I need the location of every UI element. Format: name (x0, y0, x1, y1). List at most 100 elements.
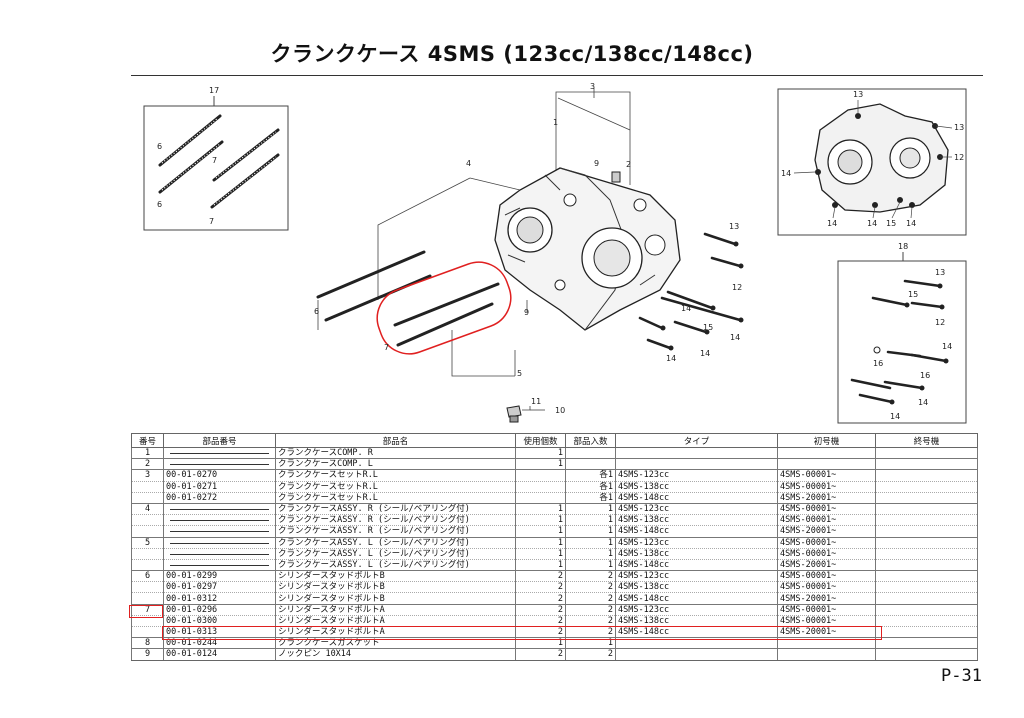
callout-7b: 7 (209, 217, 214, 226)
row-pack-qty: 2 (565, 581, 616, 594)
row-part-name: クランクケースASSY. L (シール/ベアリング付) (275, 559, 516, 572)
row-use-qty: 1 (515, 548, 566, 560)
row-last-serial (875, 559, 978, 572)
callout-14d: 14 (666, 354, 676, 363)
row-pack-qty: 各1 (565, 481, 616, 493)
row-last-serial (875, 492, 978, 504)
row-first-serial: 4SMS-00001~ (777, 615, 876, 628)
callout-9-main: 9 (524, 308, 529, 317)
callout-1: 1 (553, 118, 558, 127)
row-first-serial: 4SMS-00001~ (777, 536, 876, 549)
row-last-serial (875, 648, 978, 661)
row-use-qty: 2 (515, 615, 566, 628)
row-pack-qty: 2 (565, 615, 616, 628)
inset18-callout-16b: 16 (920, 371, 930, 380)
row-pack-qty: 各1 (565, 469, 616, 482)
row-part-name: ノックピン 10X14 (275, 648, 516, 661)
exploded-parts-diagram: 17 6 6 7 7 3 1 2 9 4 6 9 5 (143, 82, 967, 424)
row-use-qty: 1 (515, 458, 566, 471)
row-part-name: シリンダースタッドボルトB (275, 570, 516, 583)
row-use-qty (515, 492, 566, 504)
row-first-serial: 4SMS-00001~ (777, 469, 876, 482)
row-part-number (163, 536, 276, 549)
inset18-callout-14a: 14 (942, 342, 952, 351)
callout-4: 4 (466, 159, 471, 168)
row-use-qty: 1 (515, 536, 566, 549)
row-part-number: 00-01-0312 (163, 592, 276, 605)
row-no (131, 581, 164, 594)
page-title: クランクケース 4SMS (123cc/138cc/148cc) (270, 42, 754, 66)
inset-callout-14c: 14 (867, 219, 877, 228)
row-part-name: クランクケースCOMP. L (275, 458, 516, 471)
header-last-serial: 終号機 (875, 433, 978, 448)
row-no (131, 514, 164, 527)
row-no: 2 (131, 458, 164, 471)
row-type: 4SMS-123cc (615, 502, 778, 516)
highlight-row-00-01-0313 (162, 626, 882, 640)
callout-2: 2 (626, 160, 631, 169)
row-part-number (163, 446, 276, 460)
row-no (131, 559, 164, 572)
row-no (131, 592, 164, 605)
row-use-qty: 1 (515, 559, 566, 572)
crankcase-assembly-illustration (494, 167, 681, 331)
row-use-qty: 1 (515, 514, 566, 527)
header-use-qty: 使用個数 (515, 433, 566, 448)
header-part-name: 部品名 (275, 433, 516, 448)
row-part-number: 00-01-0124 (163, 648, 276, 661)
inset-callout-13a: 13 (853, 90, 863, 99)
row-pack-qty: 1 (565, 502, 616, 516)
inset-callout-14b: 14 (827, 219, 837, 228)
row-last-serial (875, 603, 978, 616)
callout-7-main: 7 (384, 343, 389, 352)
row-first-serial: 4SMS-00001~ (777, 502, 876, 516)
row-type: 4SMS-138cc (615, 514, 778, 527)
row-first-serial: 4SMS-00001~ (777, 514, 876, 527)
callout-14c: 14 (700, 349, 710, 358)
row-last-serial (875, 592, 978, 605)
row-part-number (163, 548, 276, 560)
row-part-name: クランクケースASSY. R (シール/ベアリング付) (275, 525, 516, 538)
row-last-serial (875, 481, 978, 493)
row-last-serial (875, 548, 978, 560)
header-pack-qty: 部品入数 (565, 433, 616, 448)
row-part-name: クランクケースセットR.L (275, 492, 516, 504)
row-first-serial (777, 446, 876, 460)
row-type: 4SMS-138cc (615, 615, 778, 628)
row-no: 5 (131, 536, 164, 549)
row-part-name: クランクケースASSY. R (シール/ベアリング付) (275, 514, 516, 527)
callout-6-main: 6 (314, 307, 319, 316)
row-type: 4SMS-123cc (615, 536, 778, 549)
callout-14a: 14 (681, 304, 691, 313)
row-use-qty: 1 (515, 502, 566, 516)
row-type: 4SMS-148cc (615, 525, 778, 538)
row-pack-qty: 1 (565, 525, 616, 538)
row-pack-qty: 2 (565, 648, 616, 661)
row-part-name: クランクケースASSY. R (シール/ベアリング付) (275, 502, 516, 516)
row-pack-qty: 1 (565, 559, 616, 572)
highlight-row-number-7 (129, 605, 163, 618)
inset-callout-13b: 13 (954, 123, 964, 132)
callout-13: 13 (729, 222, 739, 231)
row-use-qty: 2 (515, 603, 566, 616)
header-part-number: 部品番号 (163, 433, 276, 448)
highlight-stud-7 (376, 261, 512, 355)
row-type (615, 446, 778, 460)
row-part-name: シリンダースタッドボルトA (275, 615, 516, 628)
row-part-number: 00-01-0297 (163, 581, 276, 594)
row-first-serial: 4SMS-20001~ (777, 559, 876, 572)
row-no: 9 (131, 648, 164, 661)
row-first-serial: 4SMS-00001~ (777, 548, 876, 560)
row-type: 4SMS-148cc (615, 559, 778, 572)
row-type: 4SMS-123cc (615, 570, 778, 583)
row-use-qty: 1 (515, 446, 566, 460)
row-type: 4SMS-138cc (615, 481, 778, 493)
